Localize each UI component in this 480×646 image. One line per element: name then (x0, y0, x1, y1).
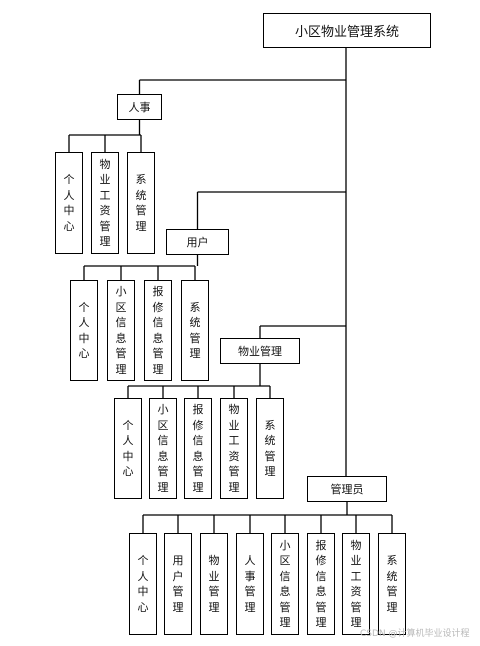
module-label: 小区信息管理 (115, 285, 127, 376)
root-node: 小区物业管理系统 (263, 13, 431, 48)
module-label: 系统管理 (264, 418, 276, 479)
module-node: 系统管理 (127, 152, 155, 254)
module-node: 物业管理 (200, 533, 228, 635)
role-node: 管理员 (307, 476, 387, 502)
module-label: 报修信息管理 (152, 285, 164, 376)
module-label: 小区信息管理 (279, 538, 291, 630)
module-node: 小区信息管理 (107, 280, 135, 381)
module-node: 个人中心 (70, 280, 98, 381)
module-node: 个人中心 (55, 152, 83, 254)
module-node: 物业工资管理 (220, 398, 248, 499)
module-label: 报修信息管理 (315, 538, 327, 630)
module-label: 个人中心 (78, 300, 90, 361)
module-label: 个人中心 (137, 554, 149, 614)
module-label: 系统管理 (386, 554, 398, 614)
module-label: 用户管理 (172, 554, 184, 614)
module-node: 报修信息管理 (184, 398, 212, 499)
watermark: CSDN @计算机毕业设计程 (360, 629, 470, 639)
module-node: 系统管理 (378, 533, 406, 635)
module-node: 系统管理 (256, 398, 284, 499)
module-node: 小区信息管理 (149, 398, 177, 499)
module-label: 系统管理 (135, 173, 147, 233)
module-label: 物业工资管理 (228, 403, 240, 494)
module-node: 个人中心 (114, 398, 142, 499)
module-node: 报修信息管理 (307, 533, 335, 635)
module-node: 报修信息管理 (144, 280, 172, 381)
module-node: 系统管理 (181, 280, 209, 381)
module-label: 小区信息管理 (157, 403, 169, 494)
module-label: 人事管理 (244, 554, 256, 614)
module-label: 系统管理 (189, 300, 201, 361)
module-node: 用户管理 (164, 533, 192, 635)
module-label: 物业管理 (208, 554, 220, 614)
module-label: 物业工资管理 (350, 538, 362, 630)
module-label: 物业工资管理 (99, 157, 111, 249)
module-node: 物业工资管理 (91, 152, 119, 254)
module-node: 个人中心 (129, 533, 157, 635)
module-label: 报修信息管理 (192, 403, 204, 494)
role-node: 人事 (117, 94, 162, 120)
role-node: 用户 (166, 229, 229, 255)
role-node: 物业管理 (220, 338, 300, 364)
module-label: 个人中心 (122, 418, 134, 479)
module-node: 物业工资管理 (342, 533, 370, 635)
module-node: 人事管理 (236, 533, 264, 635)
module-label: 个人中心 (63, 173, 75, 233)
module-node: 小区信息管理 (271, 533, 299, 635)
